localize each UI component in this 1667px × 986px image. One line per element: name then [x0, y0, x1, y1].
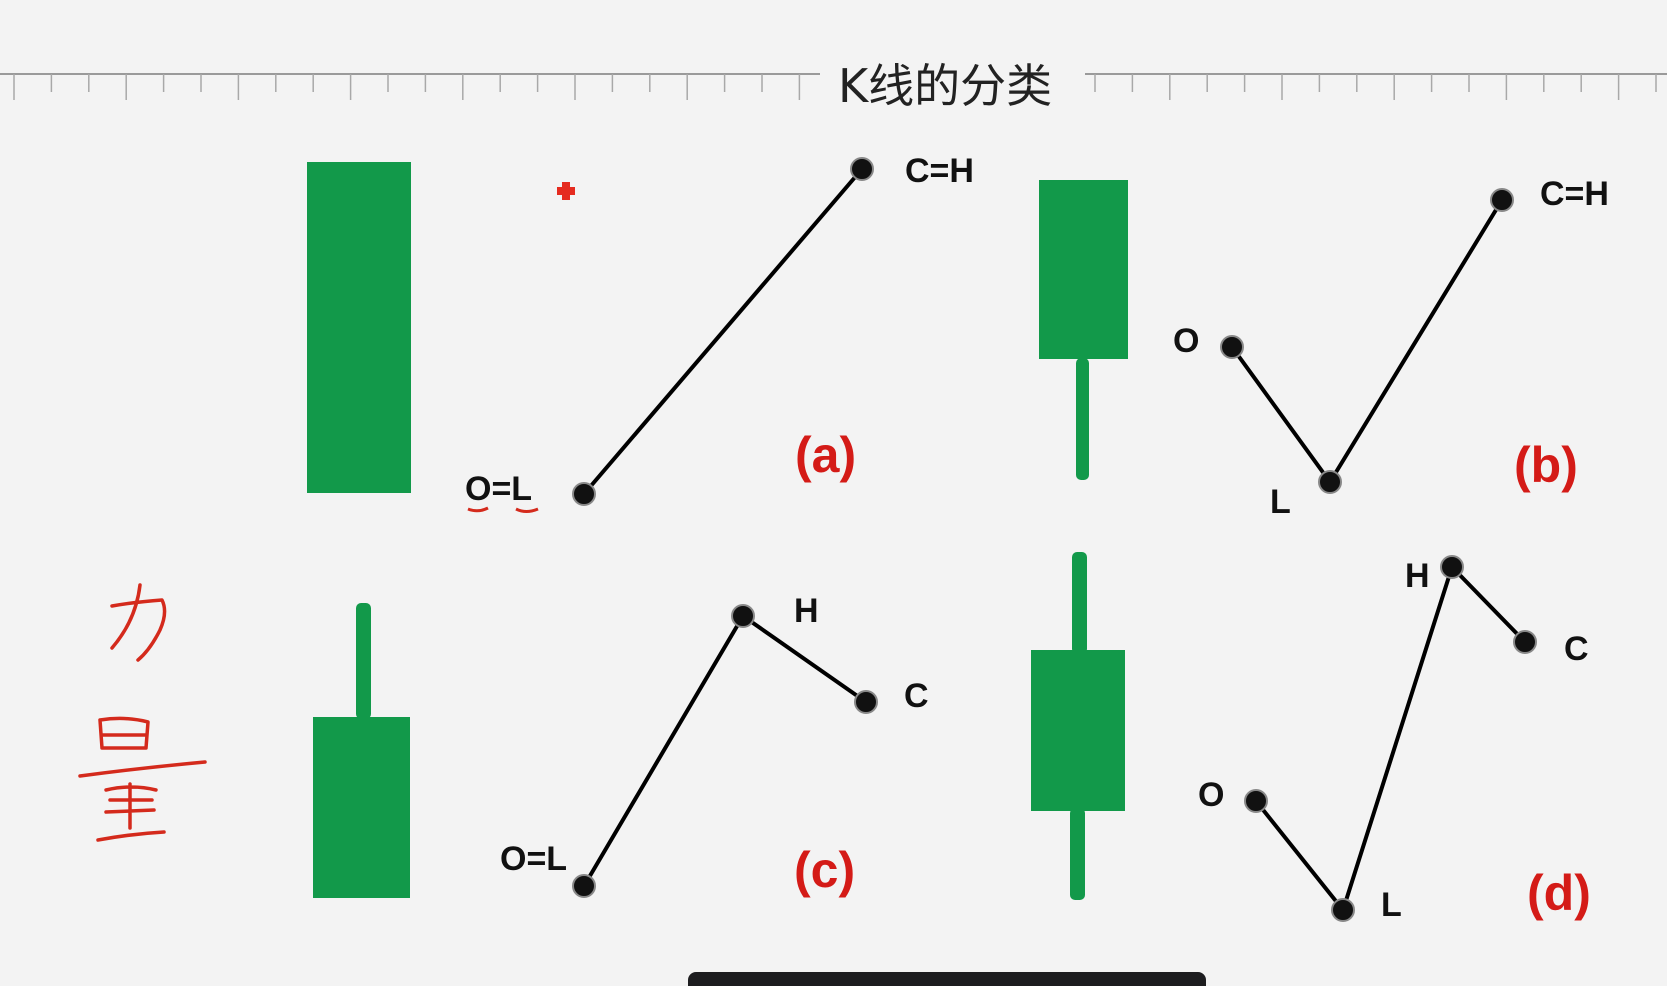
price-point	[850, 157, 874, 181]
point-label: O=L	[500, 840, 567, 878]
price-point	[572, 874, 596, 898]
price-path	[1254, 563, 1527, 915]
point-label: C=H	[905, 152, 974, 190]
price-point	[1318, 470, 1342, 494]
price-point	[1244, 789, 1268, 813]
handwritten-annotation	[78, 583, 207, 842]
top-ruler	[0, 73, 1667, 100]
point-label: O	[1198, 776, 1224, 814]
candle-body	[1031, 650, 1125, 811]
panel-label: (d)	[1527, 865, 1591, 921]
price-point	[1440, 555, 1464, 579]
panel-d: O L H C (d)	[1031, 552, 1591, 924]
point-label: L	[1381, 886, 1402, 924]
point-label: C	[1564, 630, 1589, 668]
panel-b: O L C=H (b)	[1039, 175, 1609, 521]
price-point	[1331, 898, 1355, 922]
underline-mark	[467, 506, 489, 513]
candle-body	[313, 717, 410, 898]
point-label: L	[1270, 483, 1291, 521]
page-title: K线的分类	[838, 59, 1052, 113]
panel-label: (c)	[794, 842, 855, 898]
price-point	[1220, 335, 1244, 359]
candle-body	[307, 162, 411, 493]
price-point	[572, 482, 596, 506]
candle-body	[1039, 180, 1128, 359]
panel-a: O=L C=H (a)	[307, 152, 974, 513]
point-label: O=L	[465, 470, 532, 508]
price-point	[1513, 630, 1537, 654]
price-point	[731, 604, 755, 628]
bottom-edge-bar	[688, 972, 1206, 986]
candle-lower-wick	[1076, 358, 1089, 480]
price-path	[582, 167, 864, 496]
panel-c: O=L H C (c)	[313, 592, 929, 898]
panel-label: (b)	[1514, 437, 1578, 493]
point-label: C	[904, 677, 929, 715]
candle-upper-wick	[1072, 552, 1087, 654]
candle-lower-wick	[1070, 808, 1085, 900]
point-label: C=H	[1540, 175, 1609, 213]
point-label: O	[1173, 322, 1199, 360]
underline-mark	[515, 507, 539, 513]
price-point	[854, 690, 878, 714]
cursor-marker-icon	[557, 182, 575, 200]
candle-upper-wick	[356, 603, 371, 719]
price-path	[1230, 198, 1504, 486]
point-label: H	[794, 592, 819, 630]
point-label: H	[1405, 557, 1430, 595]
panel-label: (a)	[795, 427, 856, 483]
price-point	[1490, 188, 1514, 212]
